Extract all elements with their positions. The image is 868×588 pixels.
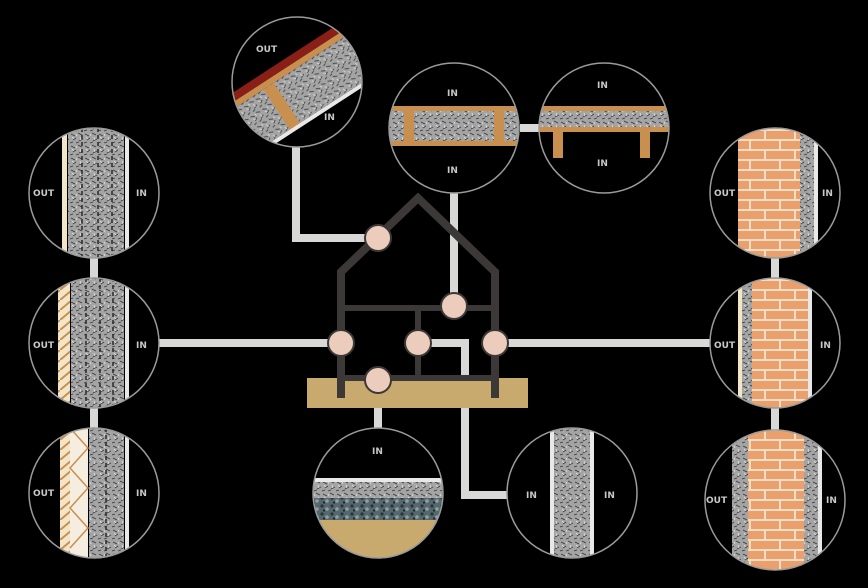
in-label: IN	[447, 89, 458, 99]
in-label: IN	[136, 489, 147, 499]
battened-wall-detail: OUT IN	[28, 427, 160, 559]
ceiling-joist-detail: IN IN	[388, 62, 520, 194]
out-label: OUT	[33, 341, 55, 351]
out-label: OUT	[33, 189, 55, 199]
in-label: IN	[597, 81, 608, 91]
in-label: IN	[526, 491, 537, 501]
suspended-floor-detail: IN IN	[538, 62, 670, 194]
in-label: IN	[822, 189, 833, 199]
in-label: IN	[324, 113, 335, 123]
in-label: IN	[597, 159, 608, 169]
in-label: IN	[820, 341, 831, 351]
house-walls	[337, 192, 499, 398]
house-section	[307, 192, 528, 408]
brick-cavity-wall-detail: OUT IN	[709, 127, 841, 259]
out-label: OUT	[714, 189, 736, 199]
in-label: IN	[447, 166, 458, 176]
joint-markers	[327, 224, 509, 394]
in-label: IN	[372, 447, 383, 457]
out-label: OUT	[256, 45, 278, 55]
out-label: OUT	[714, 341, 736, 351]
in-label: IN	[604, 491, 615, 501]
internal-partition-detail: IN IN	[506, 427, 638, 559]
ground-slab-detail: IN	[312, 427, 444, 559]
in-label: IN	[136, 341, 147, 351]
timber-frame-wall-detail: OUT IN	[28, 127, 160, 259]
out-label: OUT	[706, 496, 728, 506]
connector-lines	[90, 124, 779, 499]
in-label: IN	[136, 189, 147, 199]
clad-timber-wall-detail: OUT IN	[28, 277, 160, 409]
brick-solid-wall-detail: OUT IN	[704, 429, 846, 571]
out-label: OUT	[33, 489, 55, 499]
in-label: IN	[826, 496, 837, 506]
brick-frame-wall-detail: OUT IN	[709, 277, 841, 409]
pitched-roof-detail: OUT IN	[231, 16, 363, 148]
